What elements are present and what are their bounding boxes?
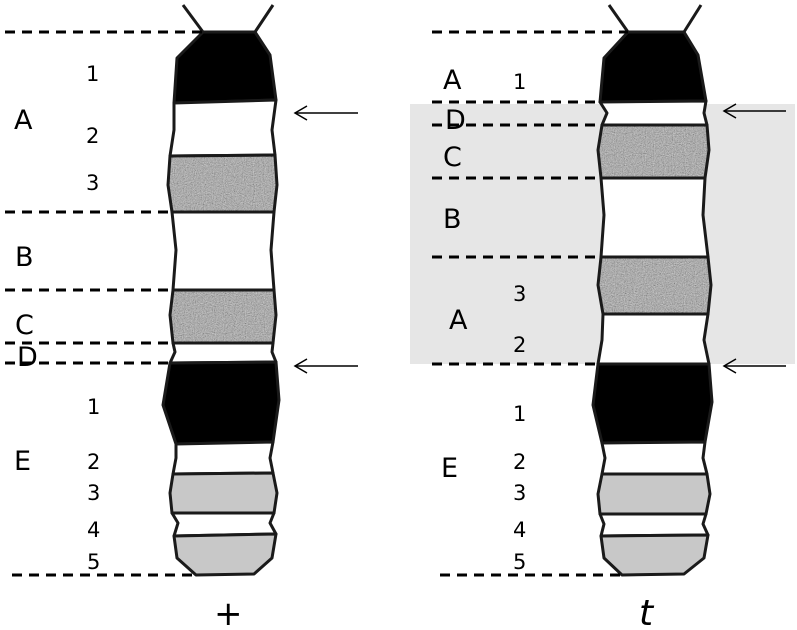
- left-arrow-lower: [293, 358, 358, 374]
- left-e-num-2: 2: [87, 450, 100, 474]
- right-band-e5: [599, 533, 710, 577]
- left-e-num-1: 1: [87, 395, 100, 419]
- left-arrow-upper: [293, 105, 358, 121]
- left-band-a1: [172, 30, 278, 105]
- right-band-e3: [596, 472, 712, 516]
- right-e-num-3: 3: [513, 481, 526, 505]
- left-region-a: A: [14, 105, 33, 136]
- right-band-e4: [598, 512, 710, 538]
- left-antenna-left: [181, 4, 205, 33]
- right-band-e2: [600, 440, 709, 476]
- left-band-e4: [170, 511, 278, 538]
- right-arrow-upper: [722, 103, 786, 119]
- right-labels: A D C B A E 1 3 2 1 2 3 4 5 t: [441, 65, 655, 630]
- right-band-d: [598, 99, 709, 127]
- left-region-e: E: [14, 446, 31, 477]
- left-band-e3: [168, 471, 279, 515]
- left-labels: A B C D E 1 2 3 1 2 3 4 5 +: [14, 62, 243, 630]
- left-region-d: D: [17, 342, 38, 373]
- right-band-e1: [591, 362, 714, 445]
- left-chromosome: [161, 4, 281, 577]
- right-a-num-3: 3: [513, 282, 526, 306]
- left-e-num-5: 5: [87, 550, 100, 574]
- right-antenna-right: [682, 4, 703, 33]
- right-e-num-4: 4: [513, 518, 526, 542]
- right-band-c: [596, 123, 711, 180]
- right-band-a2-inverted: [596, 312, 711, 366]
- right-e-num-2: 2: [513, 450, 526, 474]
- right-e-num-1: 1: [513, 402, 526, 426]
- left-breakpoint-arrows: [293, 105, 358, 374]
- left-band-b: [170, 210, 276, 292]
- left-a-num-3: 3: [86, 171, 99, 195]
- left-region-c: C: [15, 310, 34, 341]
- right-region-d: D: [445, 105, 466, 136]
- left-antenna-right: [253, 4, 275, 33]
- right-breakpoint-arrows: [722, 103, 786, 374]
- right-footer-label: t: [639, 593, 655, 630]
- right-a-num-1: 1: [513, 70, 526, 94]
- right-region-e: E: [441, 453, 458, 484]
- left-footer-label: +: [214, 594, 243, 630]
- left-e-num-3: 3: [87, 481, 100, 505]
- right-band-a1: [598, 30, 708, 104]
- left-e-num-4: 4: [87, 518, 100, 542]
- left-band-e1: [161, 360, 281, 446]
- left-band-e5: [172, 532, 278, 577]
- left-region-b: B: [15, 242, 34, 273]
- left-a-num-2: 2: [86, 124, 99, 148]
- right-region-b: B: [443, 204, 462, 235]
- left-band-d: [168, 341, 278, 365]
- right-e-num-5: 5: [513, 550, 526, 574]
- left-boundaries: [5, 30, 203, 577]
- left-a-num-1: 1: [86, 62, 99, 86]
- left-band-a2: [168, 98, 278, 158]
- right-a-num-2: 2: [513, 333, 526, 357]
- right-region-a-inverted: A: [449, 305, 468, 336]
- left-band-e2: [171, 440, 275, 476]
- right-region-a-top: A: [443, 65, 462, 96]
- right-antenna-left: [607, 4, 630, 33]
- left-band-a3: [166, 153, 279, 214]
- right-boundaries: [432, 30, 628, 577]
- right-region-c: C: [443, 142, 462, 173]
- right-arrow-lower: [722, 358, 786, 374]
- right-band-a3-inverted: [596, 255, 713, 316]
- right-band-b: [599, 176, 710, 259]
- left-band-c: [168, 288, 278, 345]
- right-chromosome: [591, 4, 714, 577]
